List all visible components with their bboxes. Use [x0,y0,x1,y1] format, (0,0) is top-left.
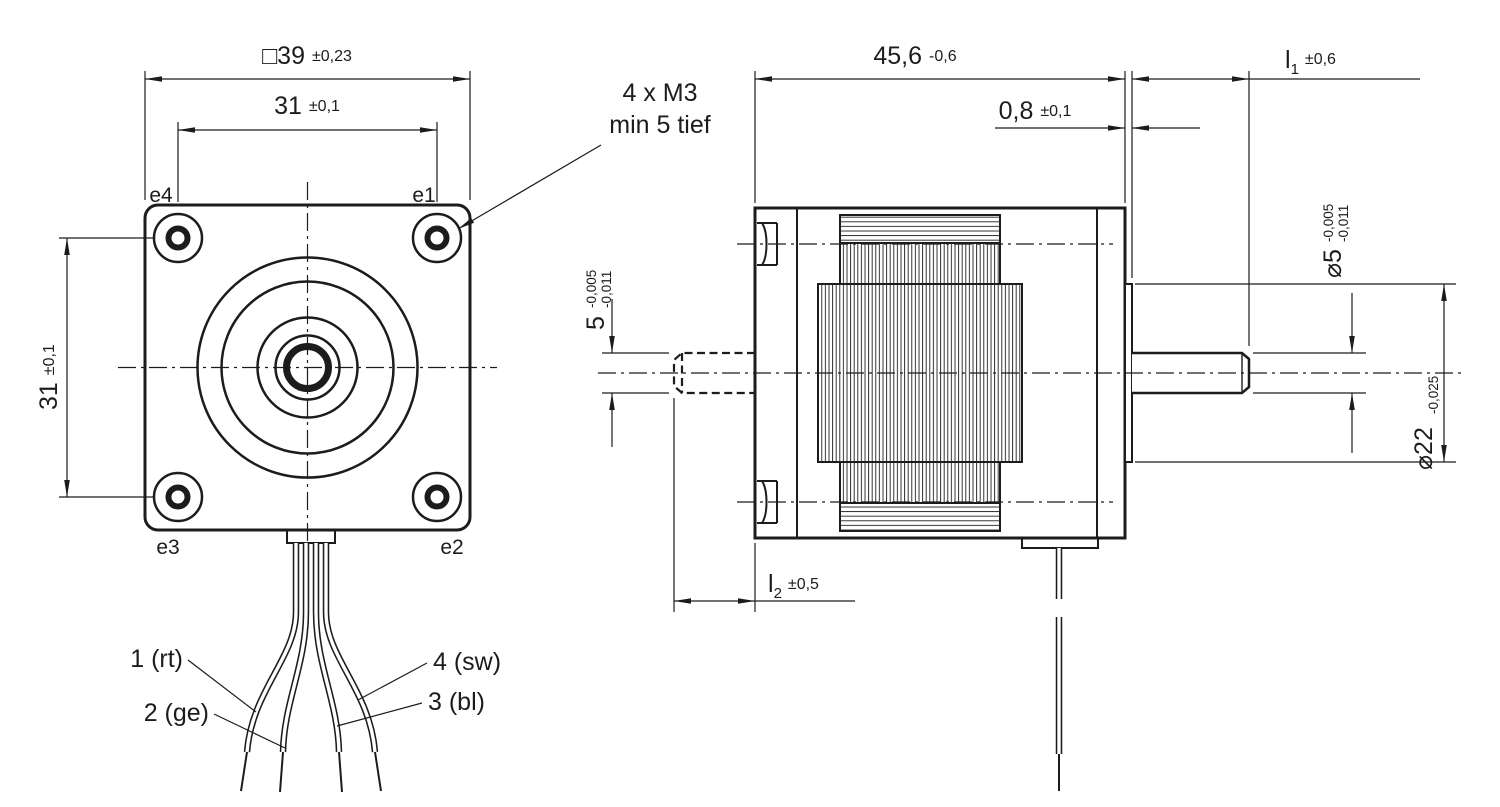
dim-tolerance: -0,025 [1426,376,1441,414]
leader-line [336,702,423,727]
wire-2-core [281,543,308,753]
dim-symbol: l [768,570,774,598]
tapped-hole-circle [424,484,450,510]
leader-line [357,662,428,701]
winding-band-bottom [839,502,1001,532]
thread-note-line2: min 5 tief [609,111,710,139]
dim-pilot-diameter: ⌀22 -0,025 [1410,376,1441,470]
lead-wires: 1 (rt) 2 (ge) 4 (sw) 3 (bl) [130,529,501,793]
dim-symbol: l [1285,46,1291,74]
dim-tolerance: -0,6 [929,48,957,65]
dim-tolerance-lower: -0,011 [1336,205,1351,242]
wire-strands [240,543,382,793]
dim-rear-shaft-diameter-group: 5 -0,005 -0,011 [582,270,669,447]
counterbore-circle [411,471,463,523]
leader-line [213,713,286,749]
front-view: e4 e1 e3 e2 □39 ±0,23 31 ±0,1 31 ±0,1 [35,42,711,793]
dim-hole-spacing-top: 31 ±0,1 [274,92,340,120]
dim-pilot-height: 0,8 ±0,1 [999,97,1072,125]
wire-3-core [314,543,341,753]
wire-4-core [324,543,377,753]
dim-flange-size: □39 ±0,23 [262,42,352,70]
dim-value: ⌀5 [1319,249,1347,278]
dim-tolerance: ±0,5 [788,576,819,593]
dim-subscript: 1 [1291,61,1299,78]
leader-line [457,144,602,230]
dim-flange-size-group: □39 ±0,23 [144,42,471,200]
bare-wire-tip [279,751,284,793]
cable-exit [286,529,336,544]
bare-wire-tip [338,751,343,793]
dim-hole-spacing-left: 31 ±0,1 [35,344,63,410]
dim-subscript: 2 [774,585,782,602]
leader-line [187,659,257,713]
bare-wire-tip [374,751,382,792]
counterbore-arc [761,222,768,266]
hole-label-e4: e4 [149,184,173,207]
wire-label-3: 3 (bl) [428,688,485,716]
wire-label-2: 2 (ge) [144,699,209,727]
dim-value: □39 [262,42,305,70]
dim-front-shaft-length-group: l1 ±0,6 [1131,46,1420,346]
dim-tolerance: ±0,1 [1040,103,1071,120]
dim-tolerance-upper: -0,005 [584,270,599,308]
dim-tolerance: ±0,23 [312,48,352,65]
dim-value: 5 [582,316,610,330]
dim-value: 31 [35,382,63,410]
hole-label-e3: e3 [156,536,179,559]
counterbore-arc [761,480,768,524]
dim-hole-spacing-top-group: 31 ±0,1 [177,92,438,202]
dim-pilot-diameter-group: ⌀22 -0,025 [1135,283,1456,470]
dim-value: ⌀22 [1410,427,1438,470]
dim-front-shaft-diameter: ⌀5 -0,005 -0,011 [1319,204,1351,278]
dim-body-length: 45,6 -0,6 [873,42,956,70]
dim-text: 31 ±0,1 [35,344,63,410]
tapped-hole-circle [165,484,191,510]
dim-rear-shaft-diameter: 5 -0,005 -0,011 [582,270,614,330]
dim-value: 45,6 [873,42,922,70]
dim-rear-shaft-length-group: l2 ±0,5 [673,398,855,612]
dim-tolerance: ±0,1 [41,344,58,375]
dim-pilot-height-group: 0,8 ±0,1 [995,97,1200,131]
dim-value: 0,8 [999,97,1034,125]
side-view: 45,6-0,6 l1±0,6 0,8±0,1 5 -0,005 -0,011 [582,42,1463,791]
dim-body-length-group: 45,6 -0,6 [754,42,1126,203]
winding-band-top [839,214,1001,244]
side-lead-wire [1021,537,1099,791]
bare-wire-tip [240,751,248,792]
dim-front-shaft-length: l1 ±0,6 [1285,46,1336,78]
mounting-hole-e1 [411,212,463,264]
wire-label-1: 1 (rt) [130,645,183,673]
thread-note-group: 4 x M3 min 5 tief [457,79,711,230]
dim-tolerance: ±0,6 [1305,51,1336,68]
thread-note-line1: 4 x M3 [622,79,697,107]
tapped-hole-circle [424,225,450,251]
dim-value: 31 [274,92,302,120]
dim-rear-shaft-length: l2 ±0,5 [768,570,819,602]
dim-hole-spacing-left-group: 31 ±0,1 [35,237,155,498]
tapped-hole-circle [165,225,191,251]
dim-tolerance-lower: -0,011 [599,271,614,308]
rear-shaft-hidden [672,351,755,395]
dim-tolerance-upper: -0,005 [1321,204,1336,242]
mounting-hole-e2 [411,471,463,523]
counterbore-circle [411,212,463,264]
wire-label-4: 4 (sw) [433,648,501,676]
hole-label-e2: e2 [440,536,463,559]
dim-front-shaft-diameter-group: ⌀5 -0,005 -0,011 [1253,204,1366,453]
hole-label-e1: e1 [412,184,435,207]
wire-1-core [245,543,298,753]
dim-tolerance: ±0,1 [309,98,340,115]
